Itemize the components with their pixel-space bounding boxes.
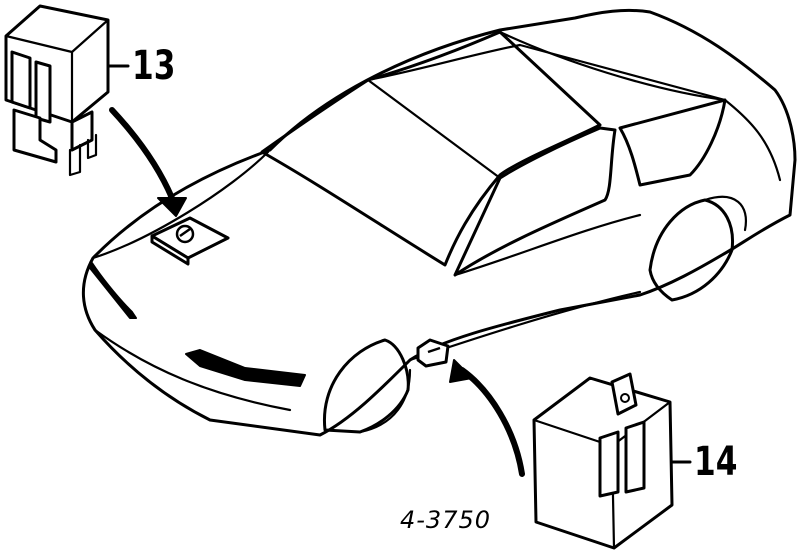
figure-code: 4-3750 <box>400 506 492 534</box>
callout-14: 14 <box>694 439 738 485</box>
arrow-13 <box>109 107 187 217</box>
relay-14 <box>532 372 674 550</box>
callout-13: 13 <box>132 43 176 89</box>
relay-14-mount <box>416 338 450 368</box>
relay-13 <box>4 4 110 177</box>
relay-13-mount <box>150 216 230 266</box>
arrow-14 <box>449 359 525 477</box>
